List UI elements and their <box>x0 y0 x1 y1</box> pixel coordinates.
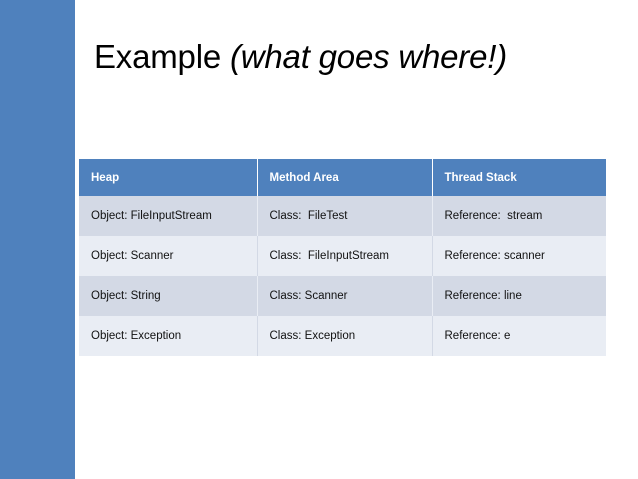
column-header-thread-stack: Thread Stack <box>432 159 606 196</box>
page-title: Example (what goes where!) <box>94 35 614 79</box>
slide-accent-sidebar <box>0 0 75 479</box>
cell-heap: Object: String <box>79 276 258 316</box>
cell-thread-stack: Reference: line <box>432 276 606 316</box>
cell-method-area: Class: Scanner <box>257 276 433 316</box>
table-row: Object: String Class: Scanner Reference:… <box>79 276 606 316</box>
cell-heap: Object: FileInputStream <box>79 196 258 236</box>
cell-thread-stack: Reference: stream <box>432 196 606 236</box>
cell-thread-stack: Reference: e <box>432 316 606 356</box>
column-header-heap: Heap <box>79 159 258 196</box>
cell-thread-stack: Reference: scanner <box>432 236 606 276</box>
cell-heap: Object: Scanner <box>79 236 258 276</box>
cell-method-area: Class: FileInputStream <box>257 236 433 276</box>
page-title-italic: (what goes where!) <box>229 38 507 75</box>
cell-heap: Object: Exception <box>79 316 258 356</box>
table-row: Object: Scanner Class: FileInputStream R… <box>79 236 606 276</box>
page-title-plain: Example <box>94 38 230 75</box>
table-header: Heap Method Area Thread Stack <box>79 159 606 196</box>
cell-method-area: Class: FileTest <box>257 196 433 236</box>
column-header-method-area: Method Area <box>257 159 433 196</box>
table-body: Object: FileInputStream Class: FileTest … <box>79 196 606 356</box>
table-header-row: Heap Method Area Thread Stack <box>79 159 606 196</box>
table-row: Object: Exception Class: Exception Refer… <box>79 316 606 356</box>
cell-method-area: Class: Exception <box>257 316 433 356</box>
memory-areas-table: Heap Method Area Thread Stack Object: Fi… <box>79 159 606 356</box>
table-row: Object: FileInputStream Class: FileTest … <box>79 196 606 236</box>
